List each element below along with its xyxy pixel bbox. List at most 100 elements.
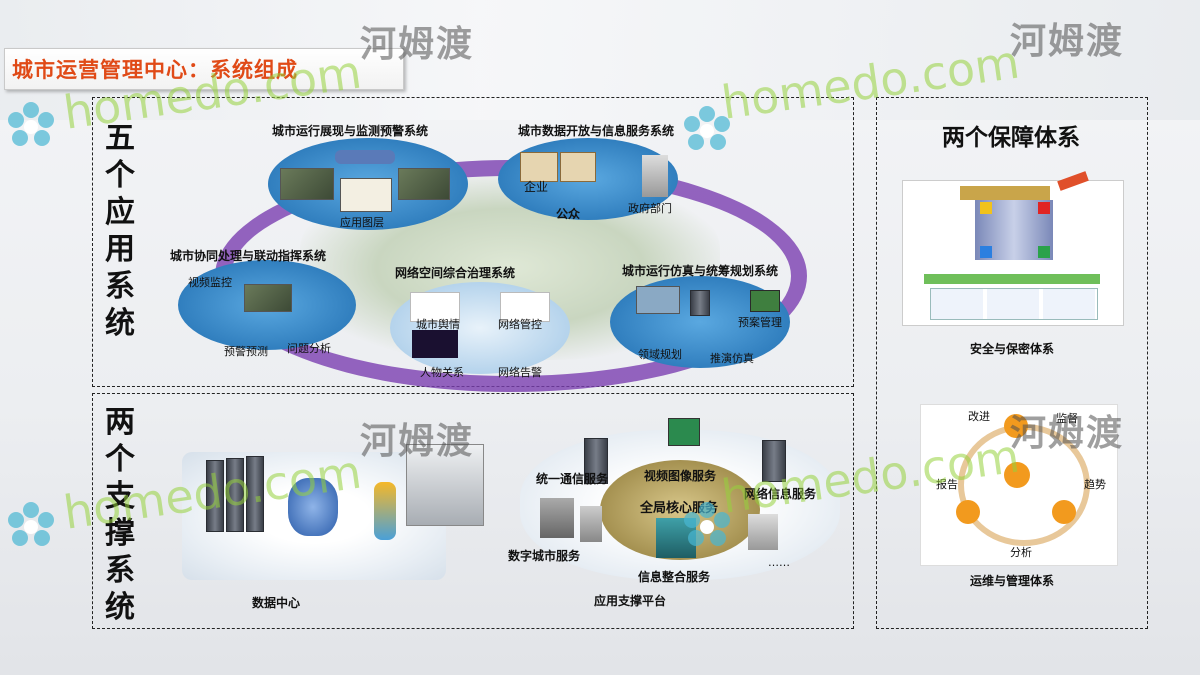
security-table	[930, 288, 1098, 320]
ops-label: 运维与管理体系	[970, 574, 1055, 588]
watermark-cn-1: 河姆渡	[360, 24, 475, 65]
heading-char: 应	[105, 195, 135, 230]
control-chart	[500, 292, 550, 322]
platform-label: 应用支撑平台	[594, 594, 667, 608]
net-service-label: 网络信息服务	[744, 487, 817, 501]
support-panel	[92, 393, 854, 629]
watermark-cn-4: 河姆渡	[1010, 413, 1125, 454]
heading-char: 统	[105, 306, 135, 341]
more-label: ……	[768, 556, 790, 569]
platform-server-3	[540, 498, 574, 538]
datacenter-label: 数据中心	[252, 596, 301, 610]
dc-building	[406, 444, 484, 526]
guarantee-panel	[876, 97, 1148, 629]
watermark-flower-icon-3	[8, 502, 54, 546]
title-box	[4, 48, 404, 90]
system-command-label: 城市协同处理与联动指挥系统	[170, 249, 327, 263]
enterprise-label: 企业	[524, 180, 549, 194]
monitor-icon	[668, 418, 700, 446]
watermark-flower-icon-2	[684, 106, 730, 150]
comm-service-label: 统一通信服务	[536, 472, 609, 486]
ops-analysis-label: 分析	[1010, 546, 1032, 559]
watermark-flower-icon	[8, 102, 54, 146]
video-service-label: 视频图像服务	[644, 469, 717, 483]
security-roof	[960, 186, 1050, 200]
support-heading-text: 两个支撑系统	[100, 404, 140, 626]
building-icon	[642, 155, 668, 197]
sentiment-label: 城市舆情	[416, 318, 460, 331]
system-cyber-label: 网络空间综合治理系统	[395, 266, 516, 280]
platform-server-4	[580, 506, 602, 542]
house-icon-1	[520, 152, 558, 182]
apps-heading: 五个应用系统	[100, 120, 140, 342]
system-data-open-label: 城市数据开放与信息服务系统	[518, 124, 675, 138]
relation-label: 人物关系	[420, 366, 464, 379]
video-monitor-label: 视频监控	[188, 276, 232, 289]
system-monitor-label: 城市运行展现与监测预警系统	[272, 124, 429, 138]
chalkboard-icon	[750, 290, 780, 312]
watermark-cn-3: 河姆渡	[360, 421, 475, 462]
ops-report-label: 报告	[936, 478, 958, 491]
house-icon-2	[560, 152, 596, 182]
apps-heading-text: 五个应用系统	[100, 120, 140, 342]
government-label: 政府部门	[628, 202, 672, 215]
domain-plan-label: 领域规划	[638, 348, 682, 361]
red-block	[1038, 202, 1050, 214]
alarm-label: 网络告警	[498, 366, 542, 379]
plan-manage-label: 预案管理	[738, 316, 782, 329]
watermark-cn-2: 河姆渡	[1010, 21, 1125, 62]
system-planning-label: 城市运行仿真与统筹规划系统	[622, 264, 779, 278]
analysis-label: 问题分析	[287, 342, 331, 355]
platform-server-1	[584, 438, 608, 484]
page-title: 城市运营管理中心：系统组成	[12, 58, 298, 82]
ops-improve-label: 改进	[968, 410, 990, 423]
forecast-label: 预警预测	[224, 345, 268, 358]
heading-char: 系	[105, 269, 135, 304]
platform-server-2	[762, 440, 786, 482]
blue-block	[980, 246, 992, 258]
heading-char: 支	[105, 479, 135, 514]
ops-node-top	[1004, 414, 1028, 438]
heading-char: 用	[105, 232, 135, 267]
dc-server-1	[206, 460, 224, 532]
public-label: 公众	[556, 207, 581, 221]
ops-trend-label: 趋势	[1084, 478, 1106, 491]
sentiment-graph	[410, 292, 460, 322]
heading-char: 个	[105, 158, 135, 193]
db-icon	[335, 150, 395, 164]
support-heading: 两个支撑系统	[100, 404, 140, 626]
dc-server-2	[226, 458, 244, 532]
router-cluster	[288, 478, 338, 536]
command-screen	[244, 284, 292, 312]
green-block	[1038, 246, 1050, 258]
heading-char: 个	[105, 442, 135, 477]
relation-graph	[412, 330, 458, 358]
heading-char: 统	[105, 590, 135, 625]
integration-label: 信息整合服务	[638, 570, 711, 584]
map-screen-3	[398, 168, 450, 200]
dc-server-3	[246, 456, 264, 532]
layer-label: 应用图层	[340, 216, 384, 229]
ops-node-left	[956, 500, 980, 524]
heading-char: 五	[105, 121, 135, 156]
planning-server	[690, 290, 710, 316]
heading-char: 系	[105, 553, 135, 588]
ops-supervise-label: 监督	[1056, 412, 1078, 425]
guarantee-heading: 两个保障体系	[942, 125, 1080, 151]
heading-char: 两	[105, 405, 135, 440]
core-service-label: 全局核心服务	[640, 501, 719, 516]
ops-node-right	[1052, 500, 1076, 524]
ops-node-center	[1004, 462, 1030, 488]
watermark-flower-icon-4	[684, 502, 730, 546]
platform-server-5	[748, 514, 778, 550]
map-screen-2	[340, 178, 392, 212]
map-screen-1	[280, 168, 334, 200]
planning-photo	[636, 286, 680, 314]
storage-stack	[374, 482, 396, 540]
security-label: 安全与保密体系	[970, 342, 1055, 356]
heading-char: 撑	[105, 516, 135, 551]
security-bar	[924, 274, 1100, 284]
yellow-block	[980, 202, 992, 214]
simulation-label: 推演仿真	[710, 352, 754, 365]
digital-city-label: 数字城市服务	[508, 549, 581, 563]
